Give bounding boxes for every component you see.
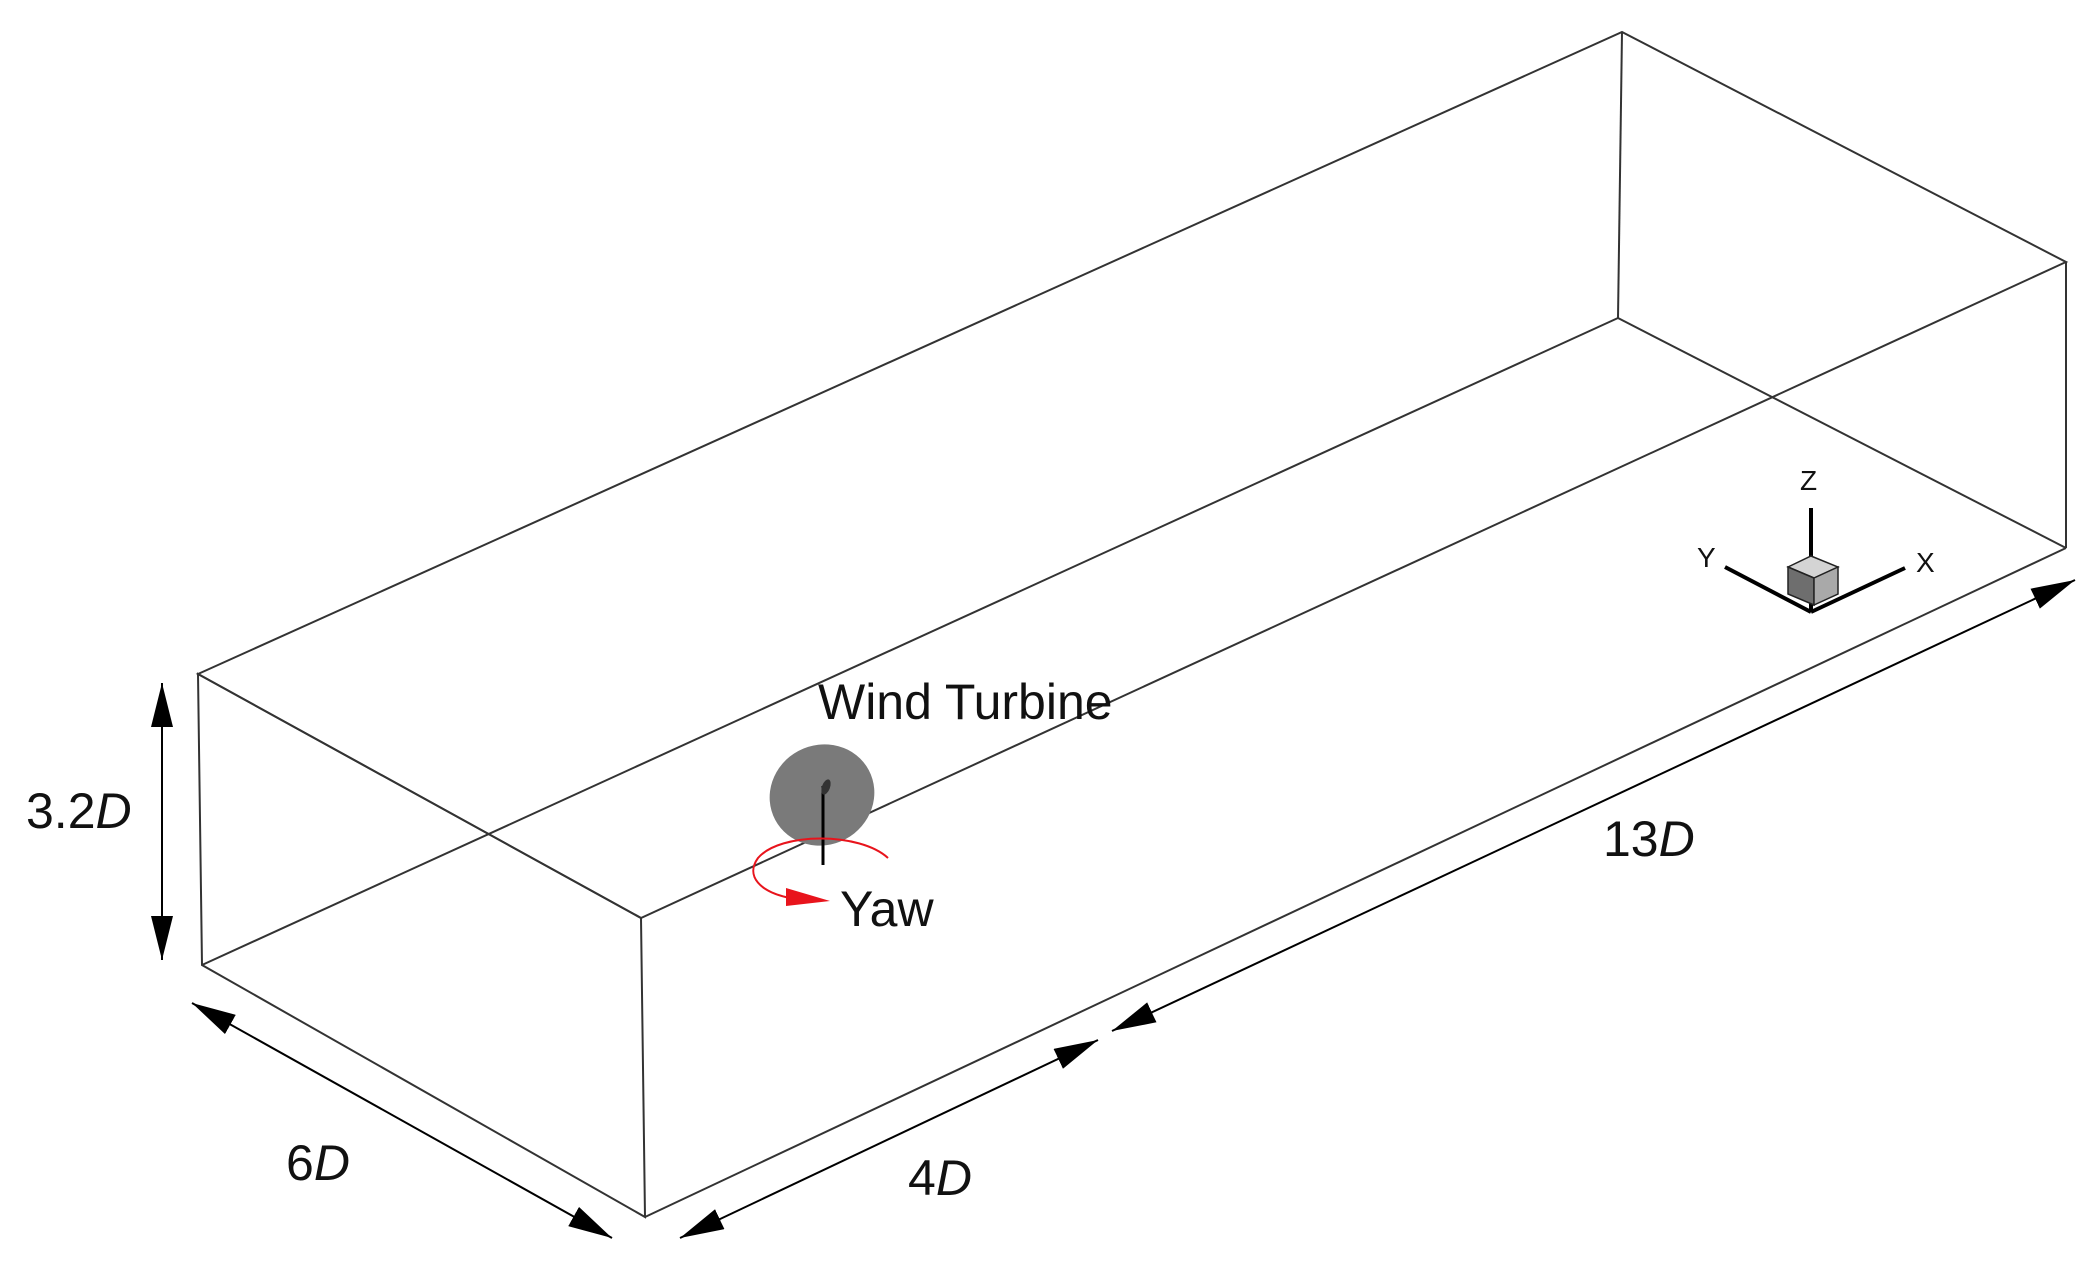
y-axis-line — [1724, 565, 1812, 614]
yaw-label: Yaw — [840, 881, 934, 937]
height-unit: D — [96, 783, 132, 839]
axis-triad — [1724, 508, 1906, 614]
axis-cube-right — [1813, 565, 1839, 607]
domain-box — [195, 30, 2069, 1219]
length-dimension-label: 13D — [1603, 811, 1695, 867]
z-axis-label: Z — [1800, 465, 1817, 496]
turbine-hub — [821, 779, 831, 795]
length-dimension-arrow — [1111, 579, 2076, 1032]
box-back-vertical-edge — [1617, 31, 1623, 319]
upstream-value: 4 — [908, 1150, 936, 1206]
wind-turbine — [769, 744, 875, 865]
yaw-arc — [752, 837, 889, 899]
box-front-face — [196, 672, 647, 1219]
box-top-face — [195, 30, 2069, 920]
x-axis-line — [1810, 566, 1906, 614]
width-unit: D — [314, 1135, 350, 1191]
length-value: 13 — [1603, 811, 1659, 867]
width-dimension-arrow — [191, 1002, 613, 1239]
upstream-dimension-arrow — [679, 1039, 1099, 1239]
yaw-indicator — [752, 837, 889, 906]
upstream-unit: D — [936, 1150, 972, 1206]
width-dimension-label: 6D — [286, 1135, 350, 1191]
box-back-bottom-edge — [201, 317, 1619, 966]
height-value: 3.2 — [26, 783, 96, 839]
y-axis-label: Y — [1697, 542, 1716, 573]
x-axis-label: X — [1916, 547, 1935, 578]
height-dimension-label: 3.2D — [26, 783, 132, 839]
width-value: 6 — [286, 1135, 314, 1191]
turbine-label: Wind Turbine — [818, 674, 1113, 730]
axis-cube-icon — [1786, 555, 1840, 607]
yaw-arrow-icon — [786, 888, 830, 906]
length-unit: D — [1659, 811, 1695, 867]
upstream-dimension-label: 4D — [908, 1150, 972, 1206]
box-back-right-bottom-edge — [1617, 317, 2067, 549]
